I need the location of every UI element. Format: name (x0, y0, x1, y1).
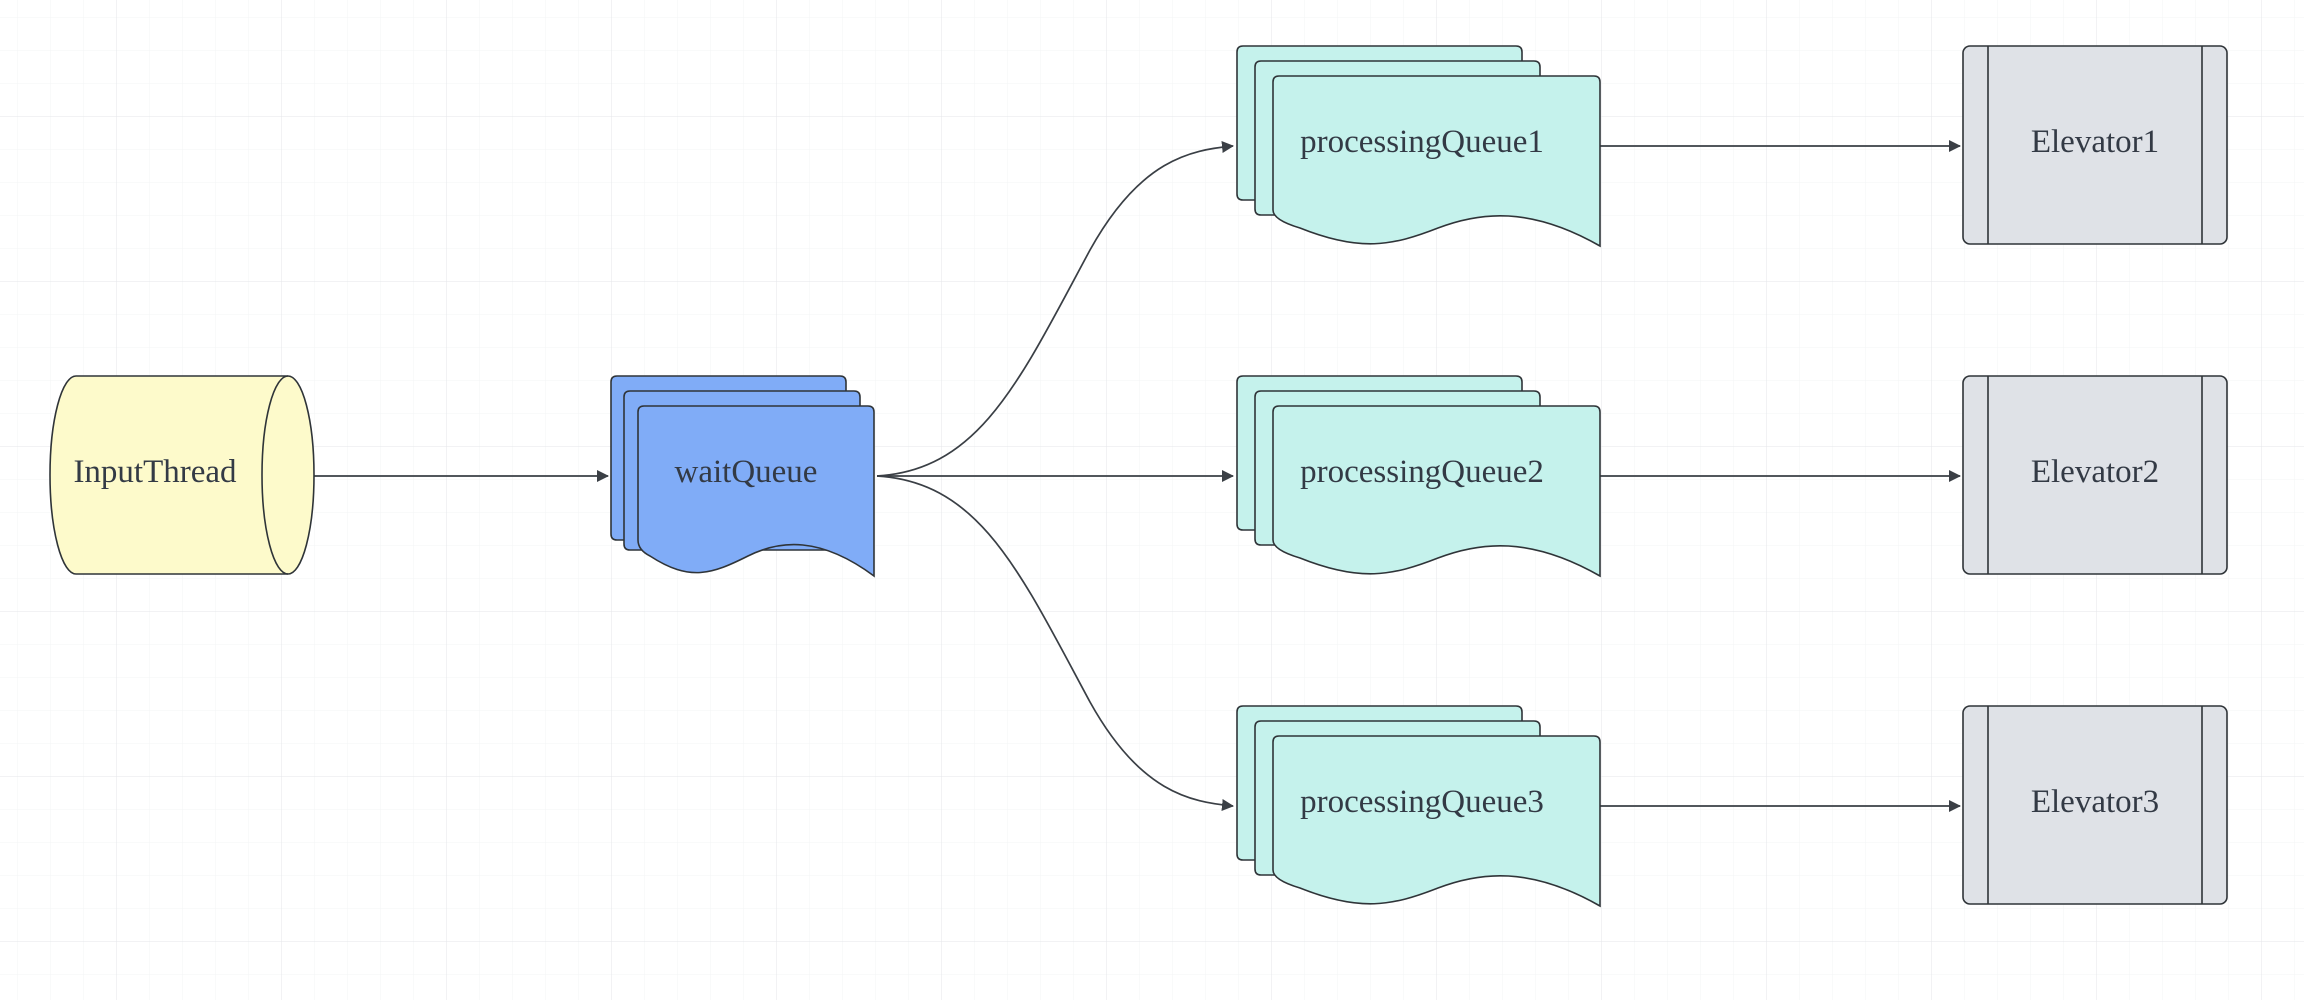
node-processing-queue-3[interactable]: processingQueue3 (1236, 705, 1601, 908)
node-wait-queue[interactable]: waitQueue (610, 375, 875, 578)
elevator-2-label: Elevator2 (2031, 454, 2159, 490)
edge-waitqueue-processingqueue3[interactable] (876, 475, 1234, 811)
document-front-sheet (637, 405, 875, 578)
node-elevator-2[interactable]: Elevator2 (1962, 375, 2228, 575)
processing-queue-1-label: processingQueue1 (1300, 124, 1544, 160)
processing-queue-3-label: processingQueue3 (1300, 784, 1544, 820)
document-front-sheet (1272, 405, 1601, 578)
elevator-box (1962, 45, 2228, 245)
elevator-1-label: Elevator1 (2031, 124, 2159, 160)
node-input-thread[interactable]: InputThread (49, 375, 315, 575)
document-front-sheet (1272, 75, 1601, 248)
document-front-sheet (1272, 735, 1601, 908)
input-thread-label: InputThread (73, 454, 237, 490)
processing-queue-2-label: processingQueue2 (1300, 454, 1544, 490)
node-processing-queue-1[interactable]: processingQueue1 (1236, 45, 1601, 248)
elevator-3-label: Elevator3 (2031, 784, 2159, 820)
node-processing-queue-2[interactable]: processingQueue2 (1236, 375, 1601, 578)
elevator-box (1962, 375, 2228, 575)
elevator-box (1962, 705, 2228, 905)
edge-waitqueue-processingqueue1[interactable] (876, 141, 1234, 477)
node-elevator-3[interactable]: Elevator3 (1962, 705, 2228, 905)
cylinder-cap (261, 375, 289, 575)
edges (314, 140, 1961, 812)
node-elevator-1[interactable]: Elevator1 (1962, 45, 2228, 245)
wait-queue-label: waitQueue (675, 454, 818, 490)
